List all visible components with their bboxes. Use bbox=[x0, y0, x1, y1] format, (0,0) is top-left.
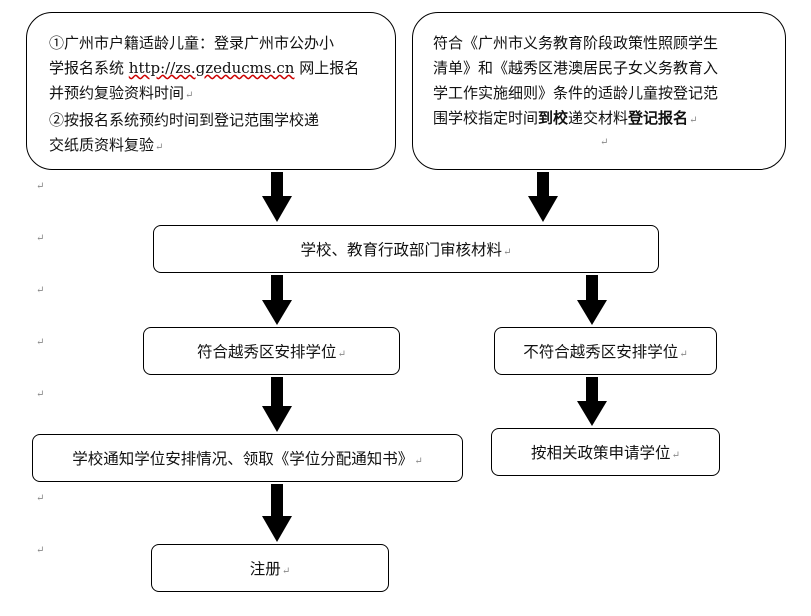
box-eligible-label: 符合越秀区安排学位 bbox=[197, 343, 337, 361]
paragraph-mark: ↵ bbox=[36, 545, 45, 556]
box-apply-label: 按相关政策申请学位 bbox=[531, 444, 671, 462]
paragraph-mark: ↵ bbox=[36, 389, 45, 400]
box-ineligible: 不符合越秀区安排学位↵ bbox=[494, 327, 717, 375]
box-register: 注册↵ bbox=[151, 544, 389, 592]
box-eligible: 符合越秀区安排学位↵ bbox=[143, 327, 400, 375]
arrow-down-icon bbox=[262, 484, 292, 542]
box-policy-children: 符合《广州市义务教育阶段政策性照顾学生 清单》和《越秀区港澳居民子女义务教育入 … bbox=[412, 12, 786, 170]
arrow-down-icon bbox=[577, 377, 607, 426]
box-notify-label: 学校通知学位安排情况、领取《学位分配通知书》 bbox=[72, 450, 414, 468]
arrow-down-icon bbox=[262, 275, 292, 325]
box-policy-text: 符合《广州市义务教育阶段政策性照顾学生 清单》和《越秀区港澳居民子女义务教育入 … bbox=[433, 34, 719, 127]
paragraph-mark: ↵ bbox=[36, 337, 45, 348]
arrow-down-icon bbox=[262, 377, 292, 432]
arrow-down-icon bbox=[577, 275, 607, 325]
box-register-label: 注册 bbox=[249, 560, 281, 578]
box-ineligible-label: 不符合越秀区安排学位 bbox=[523, 343, 679, 361]
paragraph-mark: ↵ bbox=[36, 233, 45, 244]
box-apply-by-policy: 按相关政策申请学位↵ bbox=[491, 428, 720, 476]
paragraph-mark: ↵ bbox=[36, 181, 45, 192]
box-review-label: 学校、教育行政部门审核材料 bbox=[300, 241, 503, 259]
arrow-down-icon bbox=[262, 172, 292, 222]
paragraph-mark: ↵ bbox=[600, 137, 609, 148]
paragraph-mark: ↵ bbox=[36, 285, 45, 296]
box-huji-children: ①广州市户籍适龄儿童：登录广州市公办小 学报名系统 http://zs.gzed… bbox=[26, 12, 396, 170]
arrow-down-icon bbox=[528, 172, 558, 222]
box-review-materials: 学校、教育行政部门审核材料↵ bbox=[153, 225, 659, 273]
box-notify-placement: 学校通知学位安排情况、领取《学位分配通知书》↵ bbox=[32, 434, 463, 482]
registration-url-link[interactable]: http://zs.gzeducms.cn bbox=[128, 59, 295, 77]
box-huji-text: ①广州市户籍适龄儿童：登录广州市公办小 学报名系统 http://zs.gzed… bbox=[49, 34, 360, 154]
paragraph-mark: ↵ bbox=[36, 493, 45, 504]
